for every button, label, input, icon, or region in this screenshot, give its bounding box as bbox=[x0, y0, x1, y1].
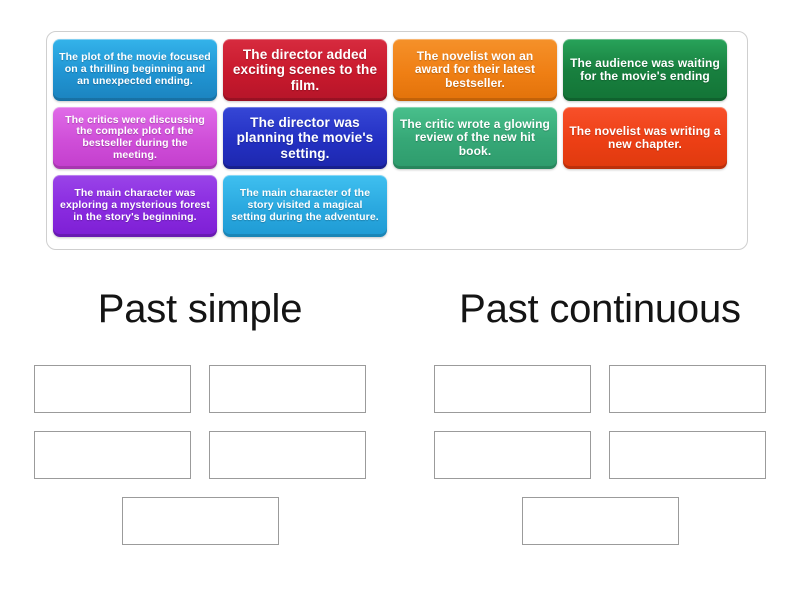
drop-slot[interactable] bbox=[209, 431, 366, 479]
drop-slot[interactable] bbox=[609, 431, 766, 479]
word-tile[interactable]: The director added exciting scenes to th… bbox=[223, 39, 387, 101]
category-column-past-continuous: Past continuous bbox=[400, 285, 800, 545]
word-tile[interactable]: The main character of the story visited … bbox=[223, 175, 387, 237]
word-tile[interactable]: The critic wrote a glowing review of the… bbox=[393, 107, 557, 169]
word-tile-text: The plot of the movie focused on a thril… bbox=[59, 51, 211, 87]
drop-slot[interactable] bbox=[609, 365, 766, 413]
word-tile-text: The audience was waiting for the movie's… bbox=[570, 55, 720, 83]
column-title-past-continuous: Past continuous bbox=[459, 287, 741, 331]
word-tile[interactable]: The director was planning the movie's se… bbox=[223, 107, 387, 169]
word-tile-text: The director was planning the movie's se… bbox=[236, 115, 374, 161]
drop-slot[interactable] bbox=[34, 431, 191, 479]
word-tile-text: The critics were discussing the complex … bbox=[65, 113, 205, 161]
drop-slot[interactable] bbox=[209, 365, 366, 413]
tile-list: The plot of the movie focused on a thril… bbox=[53, 39, 741, 237]
word-tile[interactable]: The plot of the movie focused on a thril… bbox=[53, 39, 217, 101]
category-columns: Past simple Past continuous bbox=[0, 285, 800, 545]
word-tile[interactable]: The main character was exploring a myste… bbox=[53, 175, 217, 237]
column-title-past-simple: Past simple bbox=[97, 287, 303, 331]
word-tile-text: The director added exciting scenes to th… bbox=[232, 47, 378, 93]
category-column-past-simple: Past simple bbox=[0, 285, 400, 545]
drop-slot[interactable] bbox=[121, 497, 279, 545]
slot-grid-past-continuous bbox=[400, 365, 800, 545]
drop-slot[interactable] bbox=[34, 365, 191, 413]
word-tile-text: The novelist was writing a new chapter. bbox=[569, 123, 721, 151]
drop-slot[interactable] bbox=[434, 365, 591, 413]
word-tile-text: The main character was exploring a myste… bbox=[60, 187, 210, 223]
word-tile-text: The critic wrote a glowing review of the… bbox=[400, 116, 550, 158]
word-tiles-tray: The plot of the movie focused on a thril… bbox=[46, 31, 748, 250]
word-tile-text: The main character of the story visited … bbox=[231, 187, 379, 223]
slot-grid-past-simple bbox=[0, 365, 400, 545]
word-tile[interactable]: The critics were discussing the complex … bbox=[53, 107, 217, 169]
word-tile[interactable]: The novelist was writing a new chapter. bbox=[563, 107, 727, 169]
drop-slot[interactable] bbox=[434, 431, 591, 479]
drop-slot[interactable] bbox=[521, 497, 679, 545]
word-tile[interactable]: The novelist won an award for their late… bbox=[393, 39, 557, 101]
word-tile[interactable]: The audience was waiting for the movie's… bbox=[563, 39, 727, 101]
word-tile-text: The novelist won an award for their late… bbox=[414, 48, 536, 90]
